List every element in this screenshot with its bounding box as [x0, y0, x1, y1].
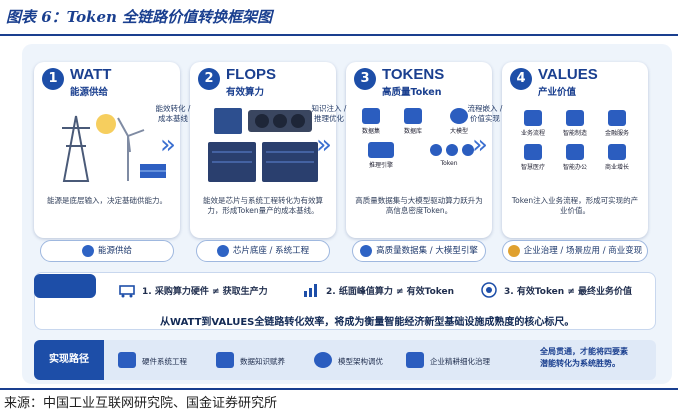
enterprise-icon: [507, 244, 520, 257]
stage-desc: 能源是底层输入，决定基础供能力。: [47, 196, 167, 205]
values-item-label: 智能办公: [562, 164, 587, 171]
hardware-icon: [118, 352, 136, 368]
statement-text: 2. 纸面峰值算力 ≠ 有效Token: [326, 287, 455, 297]
enterprise-icon: [406, 352, 424, 368]
energy-icon: [81, 244, 94, 257]
path-item: 企业精耕细化治理: [430, 357, 490, 366]
token-icon: [430, 144, 442, 156]
stage-title: TOKENS: [382, 66, 445, 83]
growth-chart-icon: [608, 144, 626, 160]
tokens-item-label: 大模型: [449, 128, 468, 135]
tokens-item-label: 推理引擎: [368, 162, 393, 169]
path-item: 模型架构调优: [338, 357, 383, 366]
path-conclusion: 全局贯通，才能将四要素 潜能转化为系统胜势。: [540, 346, 628, 370]
core-conclusion: 从WATT到VALUES全链路转化效率，将成为衡量智能经济新型基础设施成熟度的核…: [160, 317, 575, 328]
statements-bar: [34, 272, 656, 330]
bar-chart-icon: [304, 284, 317, 297]
stage-card-tokens: 3 TOKENS 高质量Token 数据集 数据库 大模型 推理引擎 Token…: [346, 62, 492, 238]
tokens-item-label: Token: [440, 160, 458, 167]
values-item-label: 业务流程: [520, 130, 545, 137]
statement-text: 1. 采购算力硬件 ≠ 获取生产力: [142, 287, 268, 297]
transition-label: 知识注入 / 推理优化: [311, 104, 347, 123]
finance-icon: [608, 110, 626, 126]
chevron-right-icon: »: [316, 130, 332, 160]
source-note: 来源：中国工业互联网研究院、国金证券研究所: [4, 396, 278, 411]
stage-card-flops: 2 FLOPS 有效算力 能效是芯片与系统工程转化为有效算力，形成Token量产…: [190, 62, 336, 238]
stage-tag-text: 能源供给: [97, 246, 132, 256]
values-item-label: 智慧医疗: [520, 164, 545, 171]
transition-label: 能效转化 / 成本基线: [155, 104, 191, 123]
server-rack-icon: [208, 108, 318, 182]
database-icon: [360, 244, 373, 257]
workflow-icon: [524, 110, 542, 126]
database-icon: [404, 108, 422, 124]
stage-tag-pill: 芯片底座 / 系统工程: [196, 240, 330, 262]
stage-desc: Token注入业务流程，形成可实现的产业价值。: [511, 196, 639, 215]
title-rule: [0, 34, 678, 36]
values-item-label: 商业增长: [604, 164, 629, 171]
tokens-item-label: 数据库: [403, 128, 422, 135]
factory-icon: [566, 110, 584, 126]
target-icon: [481, 282, 497, 298]
inference-engine-icon: [368, 142, 394, 158]
stage-card-watt: 1 WATT 能源供给 能源是底层输入，决定基础供能力。: [34, 62, 180, 238]
dataset-icon: [362, 108, 380, 124]
statements-accent: [34, 274, 96, 298]
stage-subtitle: 能源供给: [70, 87, 109, 98]
stage-number: 3: [354, 68, 376, 90]
token-icon: [446, 144, 458, 156]
stage-title: FLOPS: [226, 66, 277, 83]
path-heading: 实现路径: [34, 340, 104, 380]
token-icon: [462, 144, 474, 156]
model-icon: [314, 352, 332, 368]
knowledge-icon: [216, 352, 234, 368]
stage-desc: 能效是芯片与系统工程转化为有效算力，形成Token量产的成本基线。: [203, 196, 323, 215]
cart-icon: [119, 285, 135, 298]
chevron-right-icon: »: [472, 130, 488, 160]
stage-title: VALUES: [538, 66, 598, 83]
chip-icon: [216, 244, 229, 257]
stage-subtitle: 高质量Token: [382, 87, 442, 98]
stage-subtitle: 有效算力: [226, 87, 265, 98]
stage-number: 4: [510, 68, 532, 90]
stage-desc: 高质量数据集与大模型驱动算力跃升为高信息密度Token。: [355, 196, 483, 215]
stage-title: WATT: [70, 66, 112, 83]
stage-number: 2: [198, 68, 220, 90]
power-tower-icon: [62, 114, 166, 182]
tokens-item-label: 数据集: [361, 128, 380, 135]
source-rule: [0, 388, 678, 390]
implementation-path-bar: [34, 340, 656, 380]
stage-tag-text: 芯片底座 / 系统工程: [232, 246, 310, 256]
statement-text: 3. 有效Token ≠ 最终业务价值: [504, 287, 633, 297]
stage-tag-text: 企业治理 / 场景应用 / 商业变现: [523, 246, 643, 256]
stage-number: 1: [42, 68, 64, 90]
office-icon: [566, 144, 584, 160]
path-conclusion-line: 潜能转化为系统胜势。: [540, 359, 620, 368]
path-item: 数据知识赋养: [240, 357, 285, 366]
medical-shield-icon: [524, 144, 542, 160]
values-item-label: 金融服务: [604, 130, 629, 137]
stage-card-values: 4 VALUES 产业价值 业务流程 智能制造 金融服务 智慧医疗 智能办公 商…: [502, 62, 648, 238]
chevron-right-icon: »: [160, 130, 176, 160]
values-item-label: 智能制造: [562, 130, 587, 137]
stage-tag-pill: 能源供给: [40, 240, 174, 262]
path-conclusion-line: 全局贯通，才能将四要素: [540, 347, 628, 356]
path-item: 硬件系统工程: [142, 357, 187, 366]
stage-tag-pill: 高质量数据集 / 大模型引擎: [352, 240, 486, 262]
stage-subtitle: 产业价值: [538, 87, 577, 98]
stage-tag-pill: 企业治理 / 场景应用 / 商业变现: [502, 240, 648, 262]
model-network-icon: [450, 108, 468, 124]
transition-label: 流程嵌入 / 价值实现: [467, 104, 503, 123]
stage-tag-text: 高质量数据集 / 大模型引擎: [376, 246, 478, 256]
figure-title: 图表 6：Token 全链路价值转换框架图: [6, 8, 273, 26]
